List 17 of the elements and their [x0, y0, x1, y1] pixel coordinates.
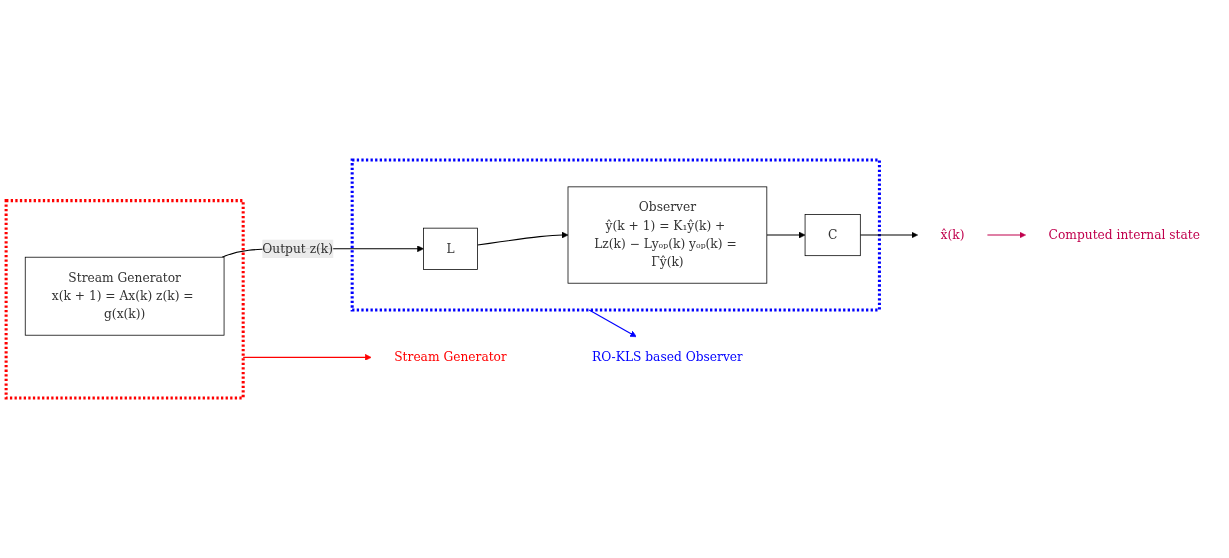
node-text: x̂(k)	[940, 227, 965, 242]
node-box: Stream Generator x(k + 1) = Ax(k) z(k) = g(x(k))	[24, 256, 225, 336]
node-box: L	[423, 227, 478, 270]
arrow	[588, 309, 637, 338]
node-text: Computed internal state	[1048, 227, 1200, 242]
arrow	[242, 354, 372, 361]
arrow	[986, 231, 1026, 239]
node-text: RO-KLS based Observer	[591, 349, 743, 365]
node-text: Stream Generator	[394, 349, 507, 365]
node-box: Observer ŷ(k + 1) = K₁ŷ(k) + Lz(k) − Lyₒₚ(k) yₒₚ(k) = Γŷ(k)	[567, 186, 768, 284]
arrow	[766, 231, 806, 239]
edge-label: Output z(k)	[262, 241, 334, 256]
arrow	[476, 231, 569, 246]
node-box: C	[804, 214, 861, 257]
arrow	[859, 231, 918, 239]
cluster	[350, 158, 881, 312]
cluster	[4, 199, 245, 400]
